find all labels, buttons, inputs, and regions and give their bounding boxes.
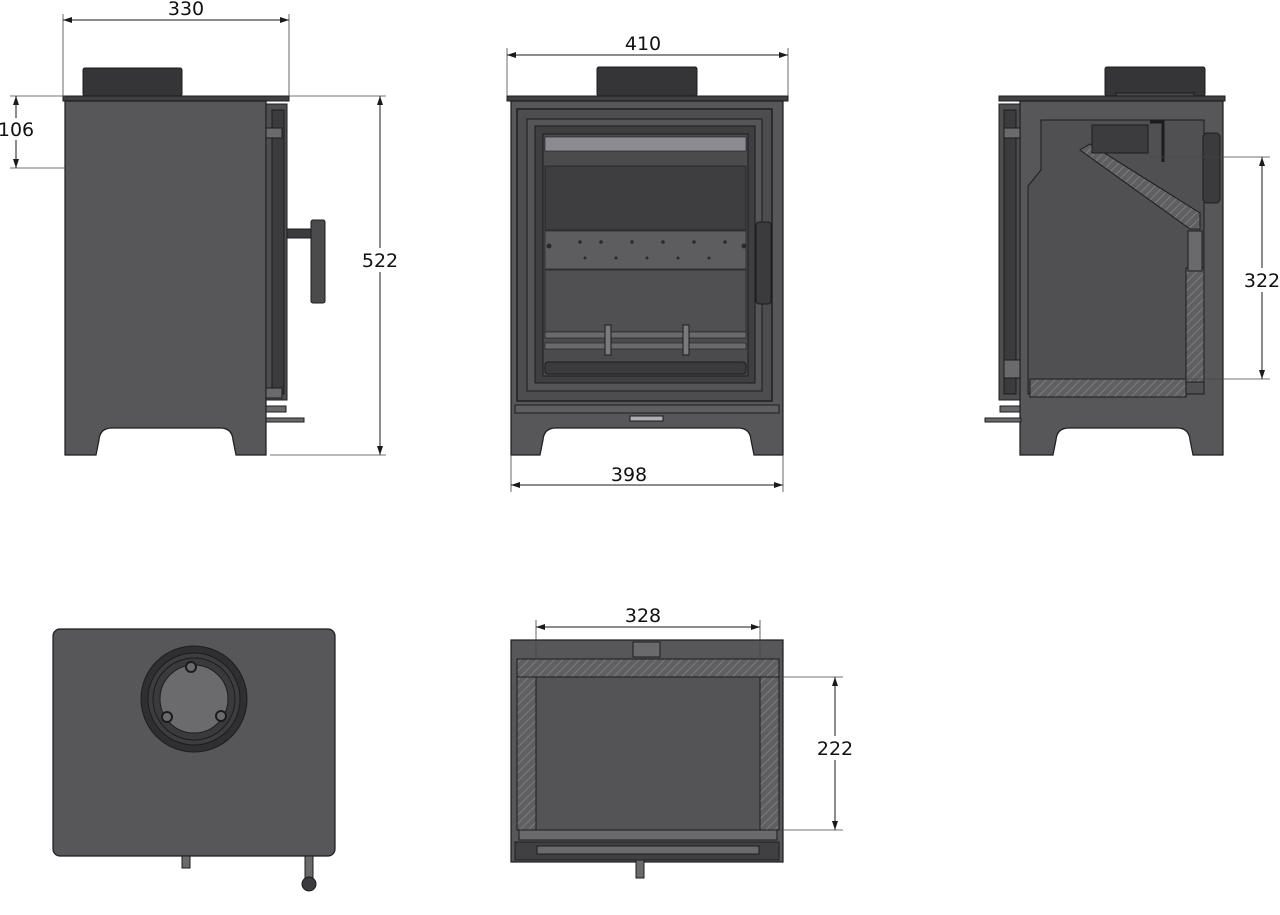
flue-collar	[82, 67, 183, 97]
flue-collar	[596, 66, 698, 97]
air-control-lever	[181, 855, 191, 869]
flue-outlet	[632, 641, 661, 658]
stove-body	[64, 100, 267, 456]
door-handle	[755, 221, 772, 305]
rear-brick	[516, 658, 780, 678]
baffle-top	[544, 136, 747, 152]
hinge-bottom	[1003, 359, 1021, 379]
flue-bolt	[161, 711, 173, 723]
base-brick	[1029, 378, 1187, 398]
handle-stem	[304, 855, 314, 881]
door-frame-inner	[271, 109, 285, 395]
back-brick	[1185, 267, 1205, 383]
plan-section-view: 328 222	[510, 605, 853, 879]
flue-bolt	[215, 710, 227, 722]
flue-collar	[1104, 66, 1206, 97]
ashpan-lip	[265, 405, 287, 413]
dim-firebox-width: 328	[625, 605, 661, 627]
airwash-holes	[546, 240, 747, 260]
front-view: 410 398	[506, 33, 789, 492]
ashpan-tab	[265, 417, 305, 423]
grate-bar-top	[544, 331, 747, 339]
flue-bolt	[185, 661, 197, 673]
dim-firebox-height: 322	[1244, 270, 1280, 292]
top-view	[52, 628, 336, 892]
top-plate	[998, 95, 1226, 102]
door-frame-inner	[1003, 109, 1017, 395]
side-section-view: 322	[984, 66, 1280, 456]
air-control-lever	[635, 859, 645, 879]
handle-spindle	[286, 228, 314, 239]
firebox-lower	[544, 269, 747, 333]
hinge-top	[265, 127, 283, 139]
side-view-left: 330 106 522	[0, 0, 400, 456]
clip	[1187, 230, 1203, 272]
hinge-top	[1003, 127, 1021, 139]
side-brick-left	[516, 676, 537, 831]
dim-flue-height: 106	[0, 119, 34, 141]
grate-clip-left	[604, 324, 612, 356]
ashpan-tab	[984, 417, 1022, 423]
baffle-block	[1091, 124, 1149, 154]
airwash-plate	[544, 230, 747, 270]
firebox-floor	[535, 676, 761, 831]
door-glass-plan	[536, 845, 760, 855]
top-plate	[62, 95, 290, 102]
handle-knob	[301, 876, 317, 892]
dim-side-width: 330	[168, 0, 204, 20]
firebox-back	[544, 165, 747, 231]
dim-overall-height: 522	[362, 250, 398, 272]
ashpan-lip	[999, 405, 1021, 413]
flue-plate	[159, 664, 229, 734]
grate-clip-right	[682, 324, 690, 356]
grate-bar-mid	[544, 342, 747, 350]
side-brick-right	[759, 676, 780, 831]
rear-channel	[1202, 132, 1221, 204]
dim-firebox-depth: 222	[817, 738, 853, 760]
hinge-bottom	[265, 387, 283, 399]
baffle-bracket	[1150, 120, 1165, 162]
baffle-plate	[1079, 143, 1201, 230]
air-control	[629, 415, 664, 422]
top-plate	[506, 95, 789, 102]
grate-front	[518, 829, 778, 841]
dim-front-base-width: 398	[611, 464, 647, 486]
dim-front-top-width: 410	[625, 33, 661, 55]
ashpan-front	[514, 404, 780, 414]
handle-grip	[310, 219, 326, 304]
fuel-retainer	[544, 361, 747, 375]
